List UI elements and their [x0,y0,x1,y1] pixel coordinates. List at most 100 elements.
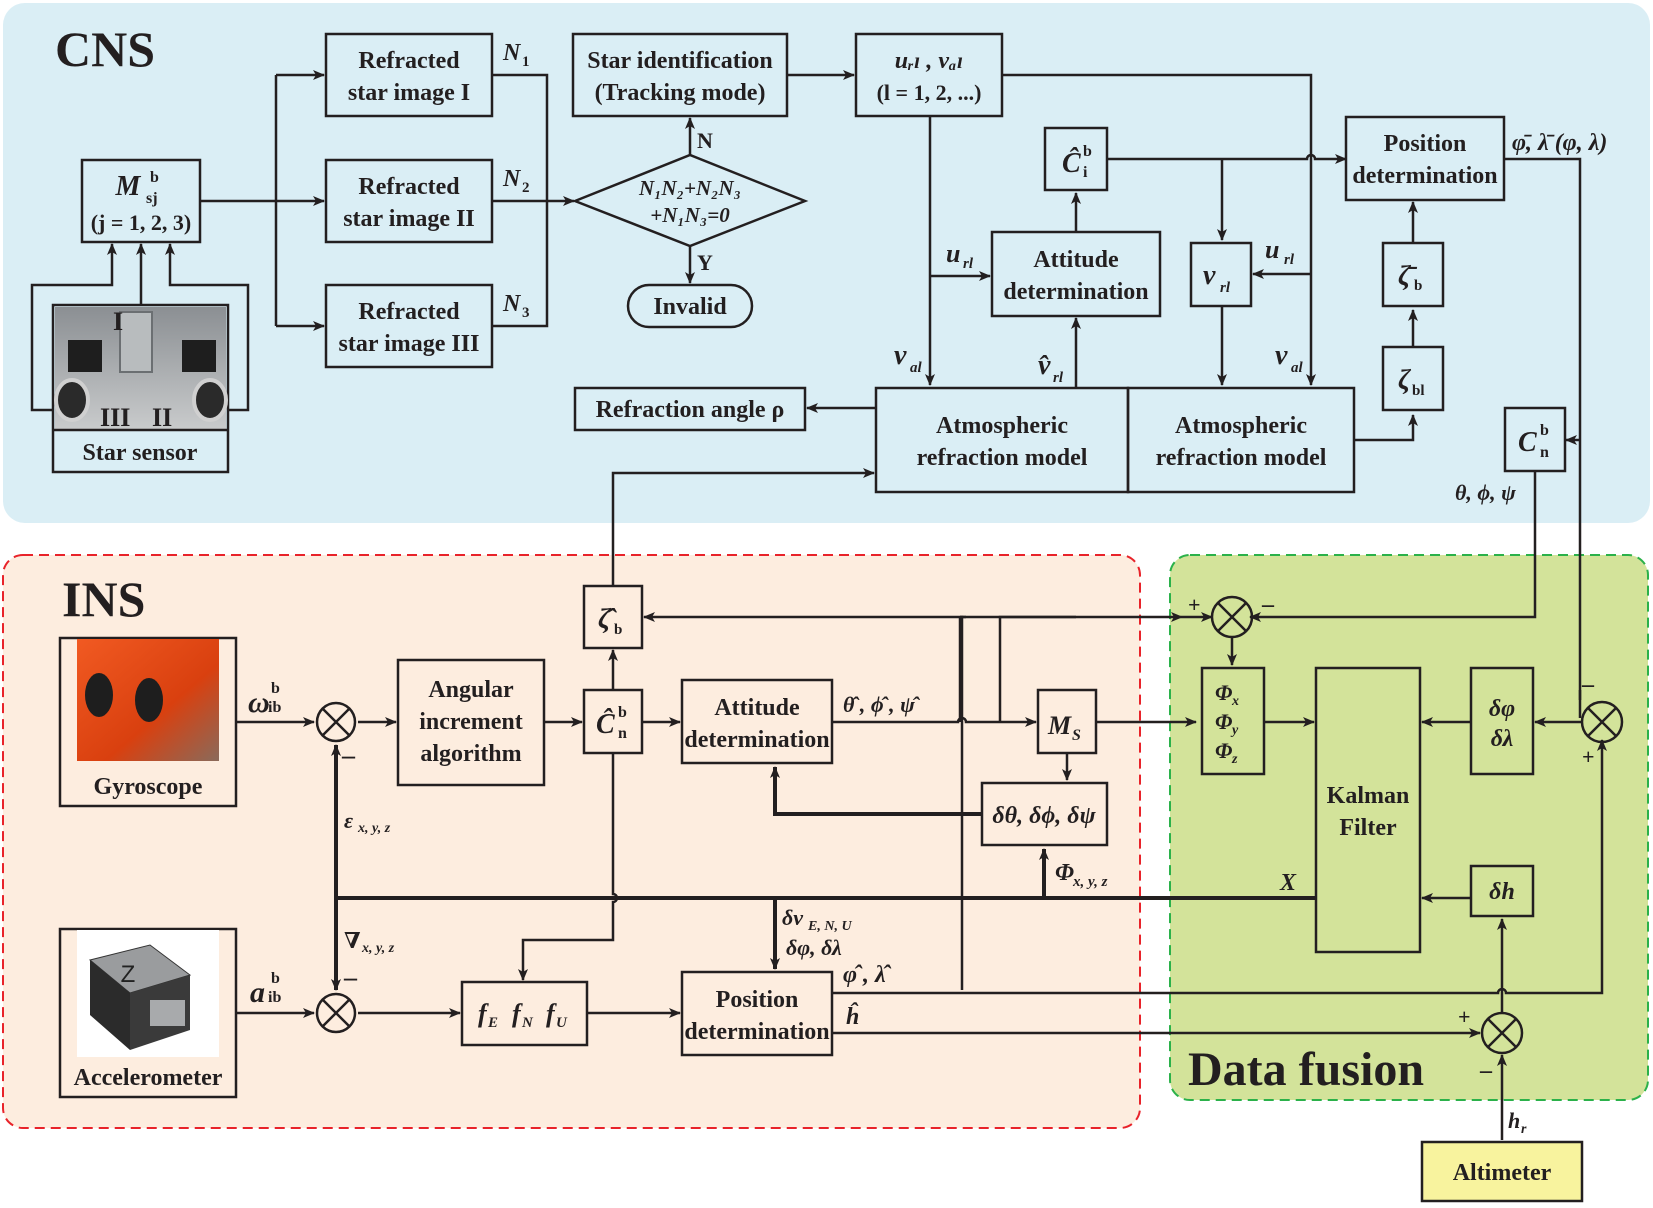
sensor-mark-i: I [113,307,123,336]
sensor-mark-iii: III [100,403,130,432]
accel-label: a [250,976,265,1009]
angles-hat-label: θ̂ , ϕ̂ , ψ̂ [843,692,921,717]
svg-text:M: M [1047,711,1072,740]
svg-text:x, y, z: x, y, z [361,941,395,956]
svg-text:b: b [1414,278,1422,294]
accelerometer: Z Accelerometer [58,927,238,1099]
fusion-region [1169,554,1649,1101]
cns-title: CNS [55,21,155,77]
x-label: X [1279,870,1297,896]
refracted-star-image-2: Refracted star image II [324,158,494,244]
svg-text:Kalman: Kalman [1327,783,1410,809]
refracted-star-image-3: Refracted star image III [324,283,494,369]
decision-diamond: N₁N₂+N₂N₃ +N₁N₃=0 [571,153,809,248]
svg-text:ζ: ζ [1398,365,1412,396]
svg-text:δλ: δλ [1491,726,1514,752]
minus-sign: – [1581,672,1595,698]
svg-text:δφ: δφ [1489,696,1515,722]
eps-label: ε [344,808,353,833]
svg-text:Atmospheric: Atmospheric [1175,413,1307,439]
svg-text:sj: sj [146,190,158,207]
svg-text:x, y, z: x, y, z [1072,874,1108,890]
svg-text:n: n [618,725,627,742]
ins-attitude-box: Attitude determination [680,678,834,765]
star-sensor-label: Star sensor [83,440,198,466]
svg-text:(Tracking mode): (Tracking mode) [595,80,766,106]
ins-position-box: Position determination [680,970,834,1057]
svg-text:Ĉ: Ĉ [1062,148,1081,179]
vhat-label: v̂ [1038,350,1051,381]
sensor-mark-ii: II [152,403,172,432]
svg-text:uᵣₗ , vₐₗ: uᵣₗ , vₐₗ [895,48,964,74]
plus-sign: + [1582,744,1595,769]
svg-text:b: b [1083,143,1092,160]
svg-text:ib: ib [268,699,281,716]
fusion-title: Data fusion [1188,1043,1424,1096]
url-label-2: u [1265,235,1279,264]
svg-text:b: b [271,970,280,987]
phi-xyz-label: Φ [1055,860,1074,886]
angles-label: θ, ϕ, ψ [1455,480,1516,505]
svg-text:Attitude: Attitude [714,695,800,721]
svg-text:x, y, z: x, y, z [357,821,391,836]
plus-sign: + [1458,1004,1471,1029]
svg-text:(j = 1, 2, 3): (j = 1, 2, 3) [91,210,192,235]
kalman-filter-box: Kalman Filter [1314,666,1422,954]
svg-text:3: 3 [522,305,530,321]
svg-text:determination: determination [684,727,829,753]
svg-text:1: 1 [522,54,530,70]
svg-text:increment: increment [419,709,523,735]
svg-text:C: C [1518,427,1537,458]
dh-box: δh [1469,864,1535,918]
svg-text:x: x [1231,694,1239,709]
no-label: N [697,128,713,153]
dphi-dlambda-label: δφ, δλ [786,935,842,960]
h-hat-label: ĥ [846,1003,859,1030]
plus-sign: + [1188,592,1201,617]
minus-sign: – [1479,1058,1493,1084]
phi-lambda-hat-label: φ̂ , λ̂ [843,962,892,988]
msj-box: M b sj (j = 1, 2, 3) [80,158,202,244]
svg-text:refraction model: refraction model [917,445,1088,471]
ins-title: INS [62,571,145,627]
svg-text:(l = 1, 2, ...): (l = 1, 2, ...) [877,80,982,105]
svg-text:Refracted: Refracted [358,48,460,74]
svg-text:Ĉ: Ĉ [596,709,615,740]
minus-sign: – [1261,592,1275,618]
svg-text:S: S [1072,727,1081,744]
svg-text:determination: determination [1352,163,1497,189]
svg-text:δθ, δϕ, δψ: δθ, δϕ, δψ [992,803,1096,829]
svg-text:n: n [1540,444,1549,461]
svg-text:f: f [512,999,523,1028]
gyro-sum-junction [315,701,357,743]
svg-text:star image II: star image II [343,206,475,232]
svg-text:Altimeter: Altimeter [1453,1160,1552,1186]
svg-text:E: E [487,1015,498,1031]
url-label-1: u [946,239,960,268]
svg-text:f: f [546,999,557,1028]
cns-attitude-box: Attitude determination [990,230,1162,318]
altimeter-box: Altimeter [1420,1140,1584,1203]
svg-text:z: z [1231,752,1238,767]
svg-text:Attitude: Attitude [1033,247,1119,273]
z-mark-icon: Z [121,961,136,988]
accelerometer-label: Accelerometer [74,1065,223,1091]
svg-text:determination: determination [1003,279,1148,305]
svg-text:Star identification: Star identification [587,48,773,74]
minus-sign: – [341,741,356,770]
svg-text:y: y [1230,723,1239,738]
svg-text:N: N [521,1015,534,1031]
svg-text:Invalid: Invalid [653,294,727,320]
star-identification-box: Star identification (Tracking mode) [571,32,789,118]
svg-text:star image III: star image III [339,331,480,357]
svg-text:al: al [910,360,923,376]
svg-text:bl: bl [1412,383,1425,399]
hr-label: h [1508,1108,1520,1133]
phi-lambda-label: φ̄, λ̄ (φ, λ) [1512,130,1607,156]
svg-text:E, N, U: E, N, U [807,919,852,934]
gyroscope-label: Gyroscope [94,774,203,800]
svg-text:Φ: Φ [1215,709,1232,734]
svg-text:M: M [115,171,142,202]
svg-text:determination: determination [684,1019,829,1045]
svg-text:δh: δh [1489,879,1515,905]
